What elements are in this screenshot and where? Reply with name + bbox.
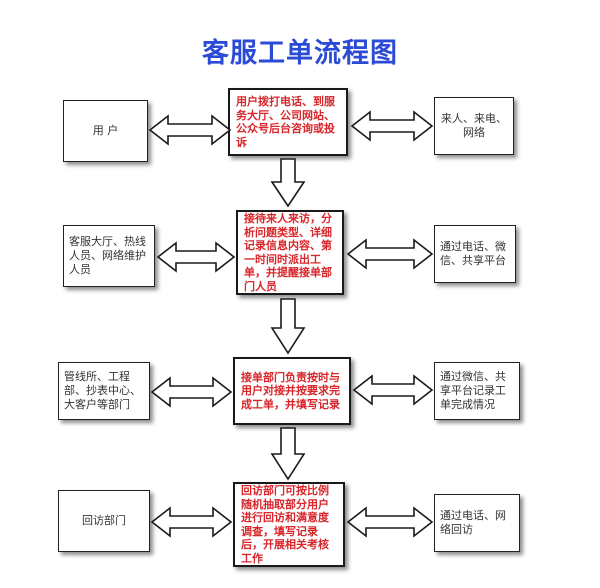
double-arrow-left-2 <box>156 241 236 273</box>
channel-box-1: 来人、来电、网络 <box>434 97 514 155</box>
departments-text: 管线所、工程部、抄表中心、大客户等部门 <box>64 370 141 411</box>
step4-box: 回访部门可按比例随机抽取部分用户进行回访和满意度调查，填写记录后，开展相关考核工… <box>233 482 345 567</box>
double-arrow-right-2 <box>346 238 434 270</box>
callback-dept-text: 回访部门 <box>82 514 126 527</box>
page-title: 客服工单流程图 <box>202 38 398 69</box>
channel-text-4: 通过电话、网络回访 <box>440 509 506 536</box>
step1-text: 用户拨打电话、到服务大厅、公司网站、公众号后台咨询或投诉 <box>236 95 335 149</box>
step3-box: 接单部门负责按时与用户对接并按要求完成工单，并填写记录 <box>233 357 351 425</box>
channel-box-3: 通过微信、共享平台记录工单完成情况 <box>434 362 520 420</box>
double-arrow-right-4 <box>346 506 434 538</box>
double-arrow-right-3 <box>352 374 434 406</box>
service-staff-box: 客服大厅、热线人员、网络维护人员 <box>63 225 155 287</box>
user-box: 用 户 <box>63 100 148 162</box>
departments-box: 管线所、工程部、抄表中心、大客户等部门 <box>58 362 150 420</box>
step1-box: 用户拨打电话、到服务大厅、公司网站、公众号后台咨询或投诉 <box>228 88 348 156</box>
channel-text-2: 通过电话、微信、共享平台 <box>440 240 506 267</box>
step2-box: 接待来人来访，分析问题类型、详细记录信息内容、第一时间时派出工单，并提醒接单部门… <box>236 210 344 295</box>
step3-text: 接单部门负责按时与用户对接并按要求完成工单，并填写记录 <box>241 370 340 411</box>
user-box-label: 用 户 <box>92 124 119 137</box>
channel-box-4: 通过电话、网络回访 <box>434 494 520 552</box>
callback-dept-box: 回访部门 <box>58 490 150 552</box>
down-arrow-2 <box>270 298 306 355</box>
channel-text-1: 来人、来电、网络 <box>441 112 507 139</box>
channel-box-2: 通过电话、微信、共享平台 <box>434 225 516 283</box>
double-arrow-left-1 <box>148 114 232 146</box>
channel-text-3: 通过微信、共享平台记录工单完成情况 <box>440 370 506 411</box>
step4-text: 回访部门可按比例随机抽取部分用户进行回访和满意度调查，填写记录后，开展相关考核工… <box>241 484 329 565</box>
double-arrow-left-4 <box>150 506 233 538</box>
double-arrow-right-1 <box>350 110 434 142</box>
service-staff-text: 客服大厅、热线人员、网络维护人员 <box>69 235 146 276</box>
step2-text: 接待来人来访，分析问题类型、详细记录信息内容、第一时间时派出工单，并提醒接单部门… <box>244 212 332 293</box>
double-arrow-left-3 <box>150 376 233 408</box>
down-arrow-3 <box>270 427 306 481</box>
down-arrow-1 <box>270 158 306 208</box>
